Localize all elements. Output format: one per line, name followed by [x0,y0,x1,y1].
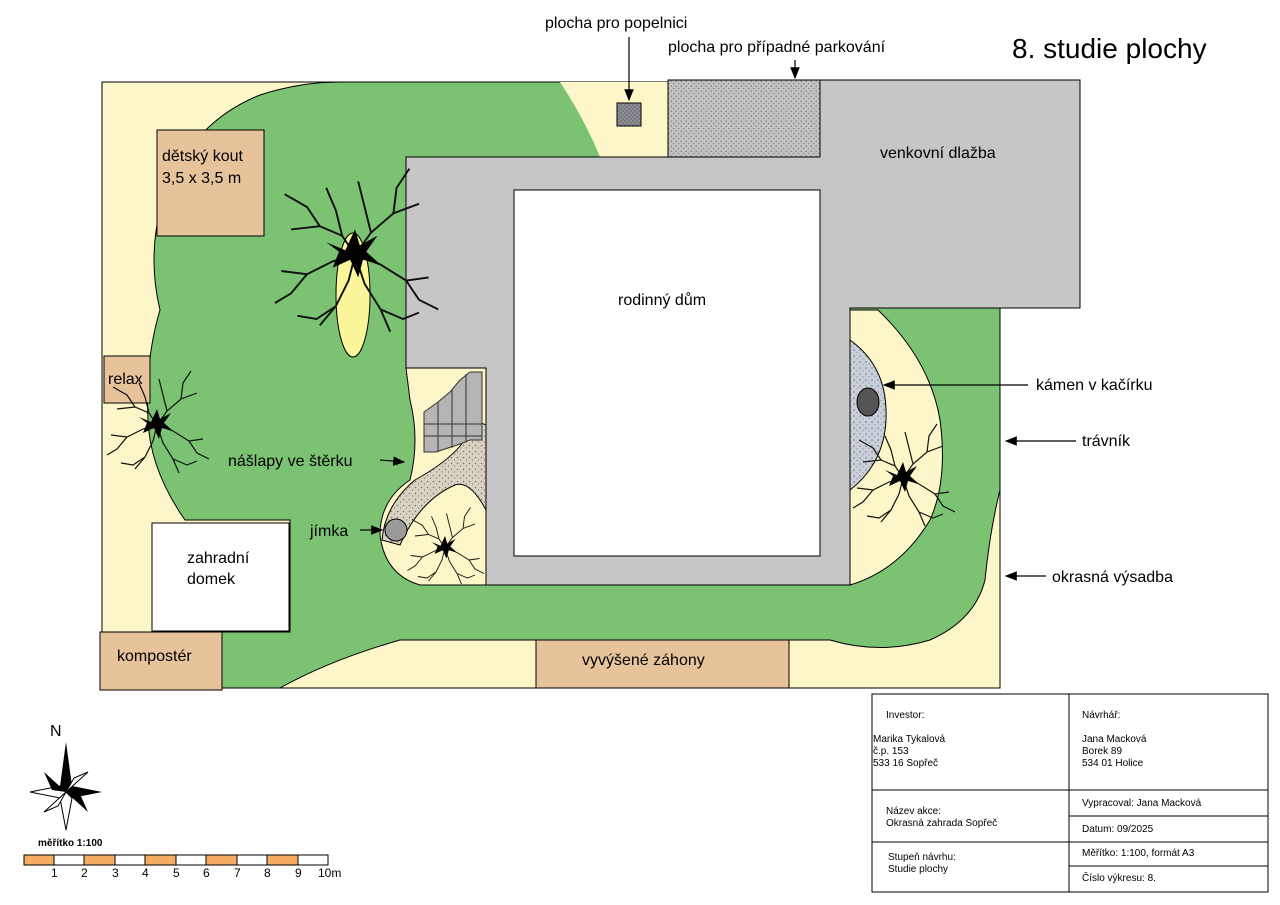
tb-designer-addr1: Borek 89 [1082,746,1122,757]
tb-date: Datum: 09/2025 [1082,824,1154,835]
tb-investor-heading: Investor: [886,710,924,721]
tb-prepared: Vypracoval: Jana Macková [1082,798,1202,809]
tb-action-heading: Název akce: [886,806,941,817]
label-raised-beds: vyvýšené záhony [582,652,705,669]
tb-investor-name: Marika Tykalová [873,734,946,745]
tb-action-name: Okrasná zahrada Sopřeč [886,818,997,829]
scale-bar [23,854,329,866]
top-cream-strip [560,82,668,157]
label-shed: zahradní [187,550,250,567]
label-paving: venkovní dlažba [880,145,996,162]
tb-drawing-no: Číslo výkresu: 8. [1082,871,1156,884]
house [513,189,821,557]
label-planting: okrasná výsadba [1052,569,1173,586]
scale-tick: 9 [295,866,302,880]
garden-shed [151,522,290,632]
label-shed-2: domek [187,571,236,588]
tb-investor-addr1: č.p. 153 [873,746,909,757]
north-arrow: N [29,723,102,831]
scale-tick: 1 [51,866,58,880]
drawing-title: 8. studie plochy [1012,33,1207,64]
parking-area [667,79,821,158]
label-composter: kompostér [117,648,192,665]
label-house: rodinný dům [618,291,706,309]
label-parking: plocha pro případné parkování [668,39,886,56]
north-label: N [50,723,62,740]
tb-designer-addr2: 534 01 Holice [1082,758,1144,769]
bin-area [616,102,642,127]
tb-scale-info: Měřítko: 1:100, formát A3 [1082,848,1195,859]
tb-designer-name: Jana Macková [1082,734,1147,745]
label-relax: relax [108,371,143,388]
scale-tick: 10m [318,866,341,880]
raised-beds [535,639,790,689]
tb-stage-heading: Stupeň návrhu: [888,852,956,863]
composter [99,631,223,691]
title-block [871,693,1269,893]
label-stone: kámen v kačírku [1036,377,1152,394]
label-bin-area: plocha pro popelnici [545,15,687,32]
scale-tick: 6 [203,866,210,880]
scale-tick: 4 [142,866,149,880]
scale-tick: 5 [173,866,180,880]
label-lawn: trávník [1082,433,1131,450]
scale-tick: 8 [264,866,271,880]
tb-investor-addr2: 533 16 Sopřeč [873,758,938,769]
label-kids-corner-size: 3,5 x 3,5 m [162,170,241,187]
tb-stage-name: Studie plochy [888,864,948,875]
decorative-stone [856,387,880,417]
scale-tick: 2 [81,866,88,880]
label-septic: jímka [309,523,348,540]
stepping-stones [423,371,483,453]
label-kids-corner: dětský kout [162,148,243,165]
septic-tank [384,518,408,542]
label-stepping-stones: nášlapy ve štěrku [228,453,353,470]
tb-designer-heading: Návrhář: [1082,710,1120,721]
scale-tick: 7 [234,866,241,880]
leader-arrow [379,456,406,466]
kids-corner [156,129,265,237]
scale-tick: 3 [112,866,119,880]
scale-caption: měřítko 1:100 [38,838,103,849]
